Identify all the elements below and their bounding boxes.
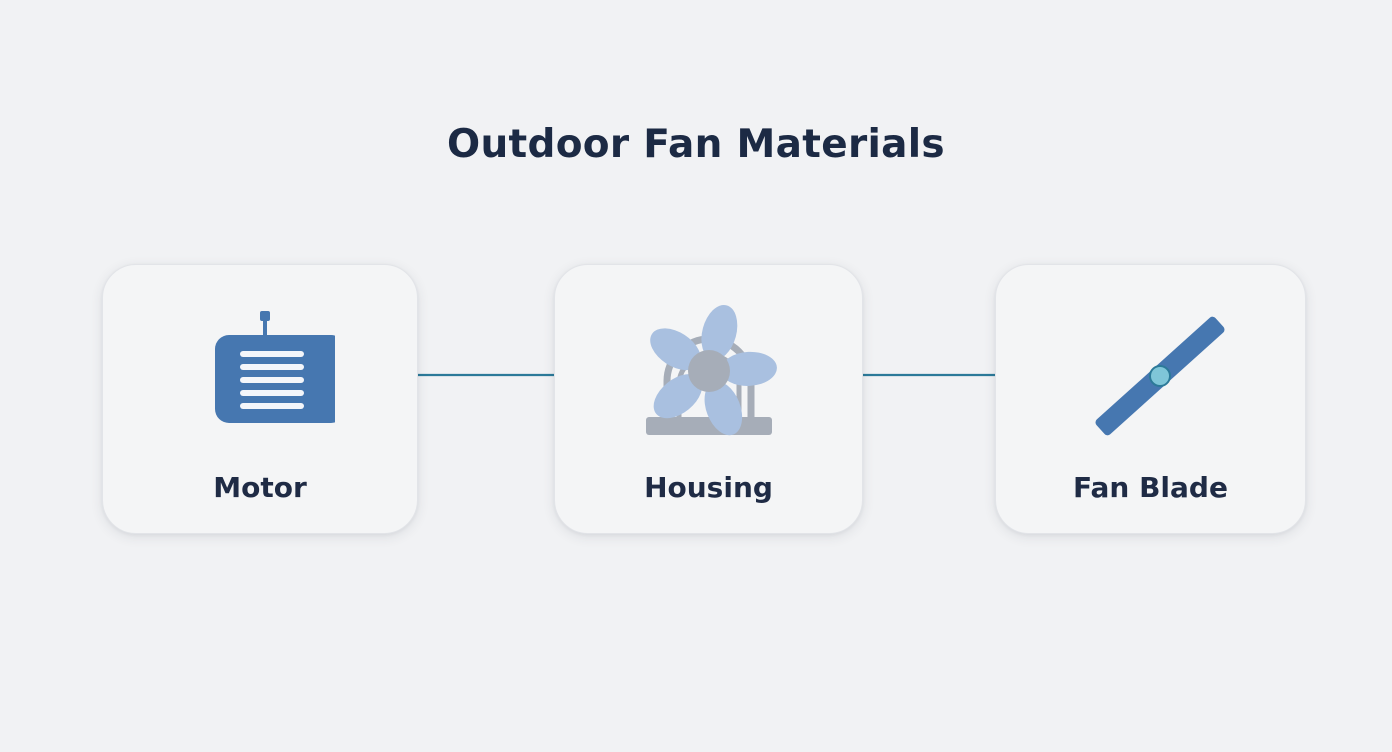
- diagram-title: Outdoor Fan Materials: [447, 122, 945, 167]
- node-label-motor: Motor: [213, 471, 307, 504]
- fan-blade-icon: [1095, 316, 1224, 436]
- node-motor: Motor: [102, 264, 418, 534]
- motor-icon: [215, 311, 335, 423]
- node-label-blade: Fan Blade: [1073, 471, 1228, 504]
- node-blade: Fan Blade: [995, 264, 1306, 534]
- node-label-housing: Housing: [644, 471, 773, 504]
- fan-housing-icon: [645, 304, 777, 436]
- node-housing: Housing: [554, 264, 863, 534]
